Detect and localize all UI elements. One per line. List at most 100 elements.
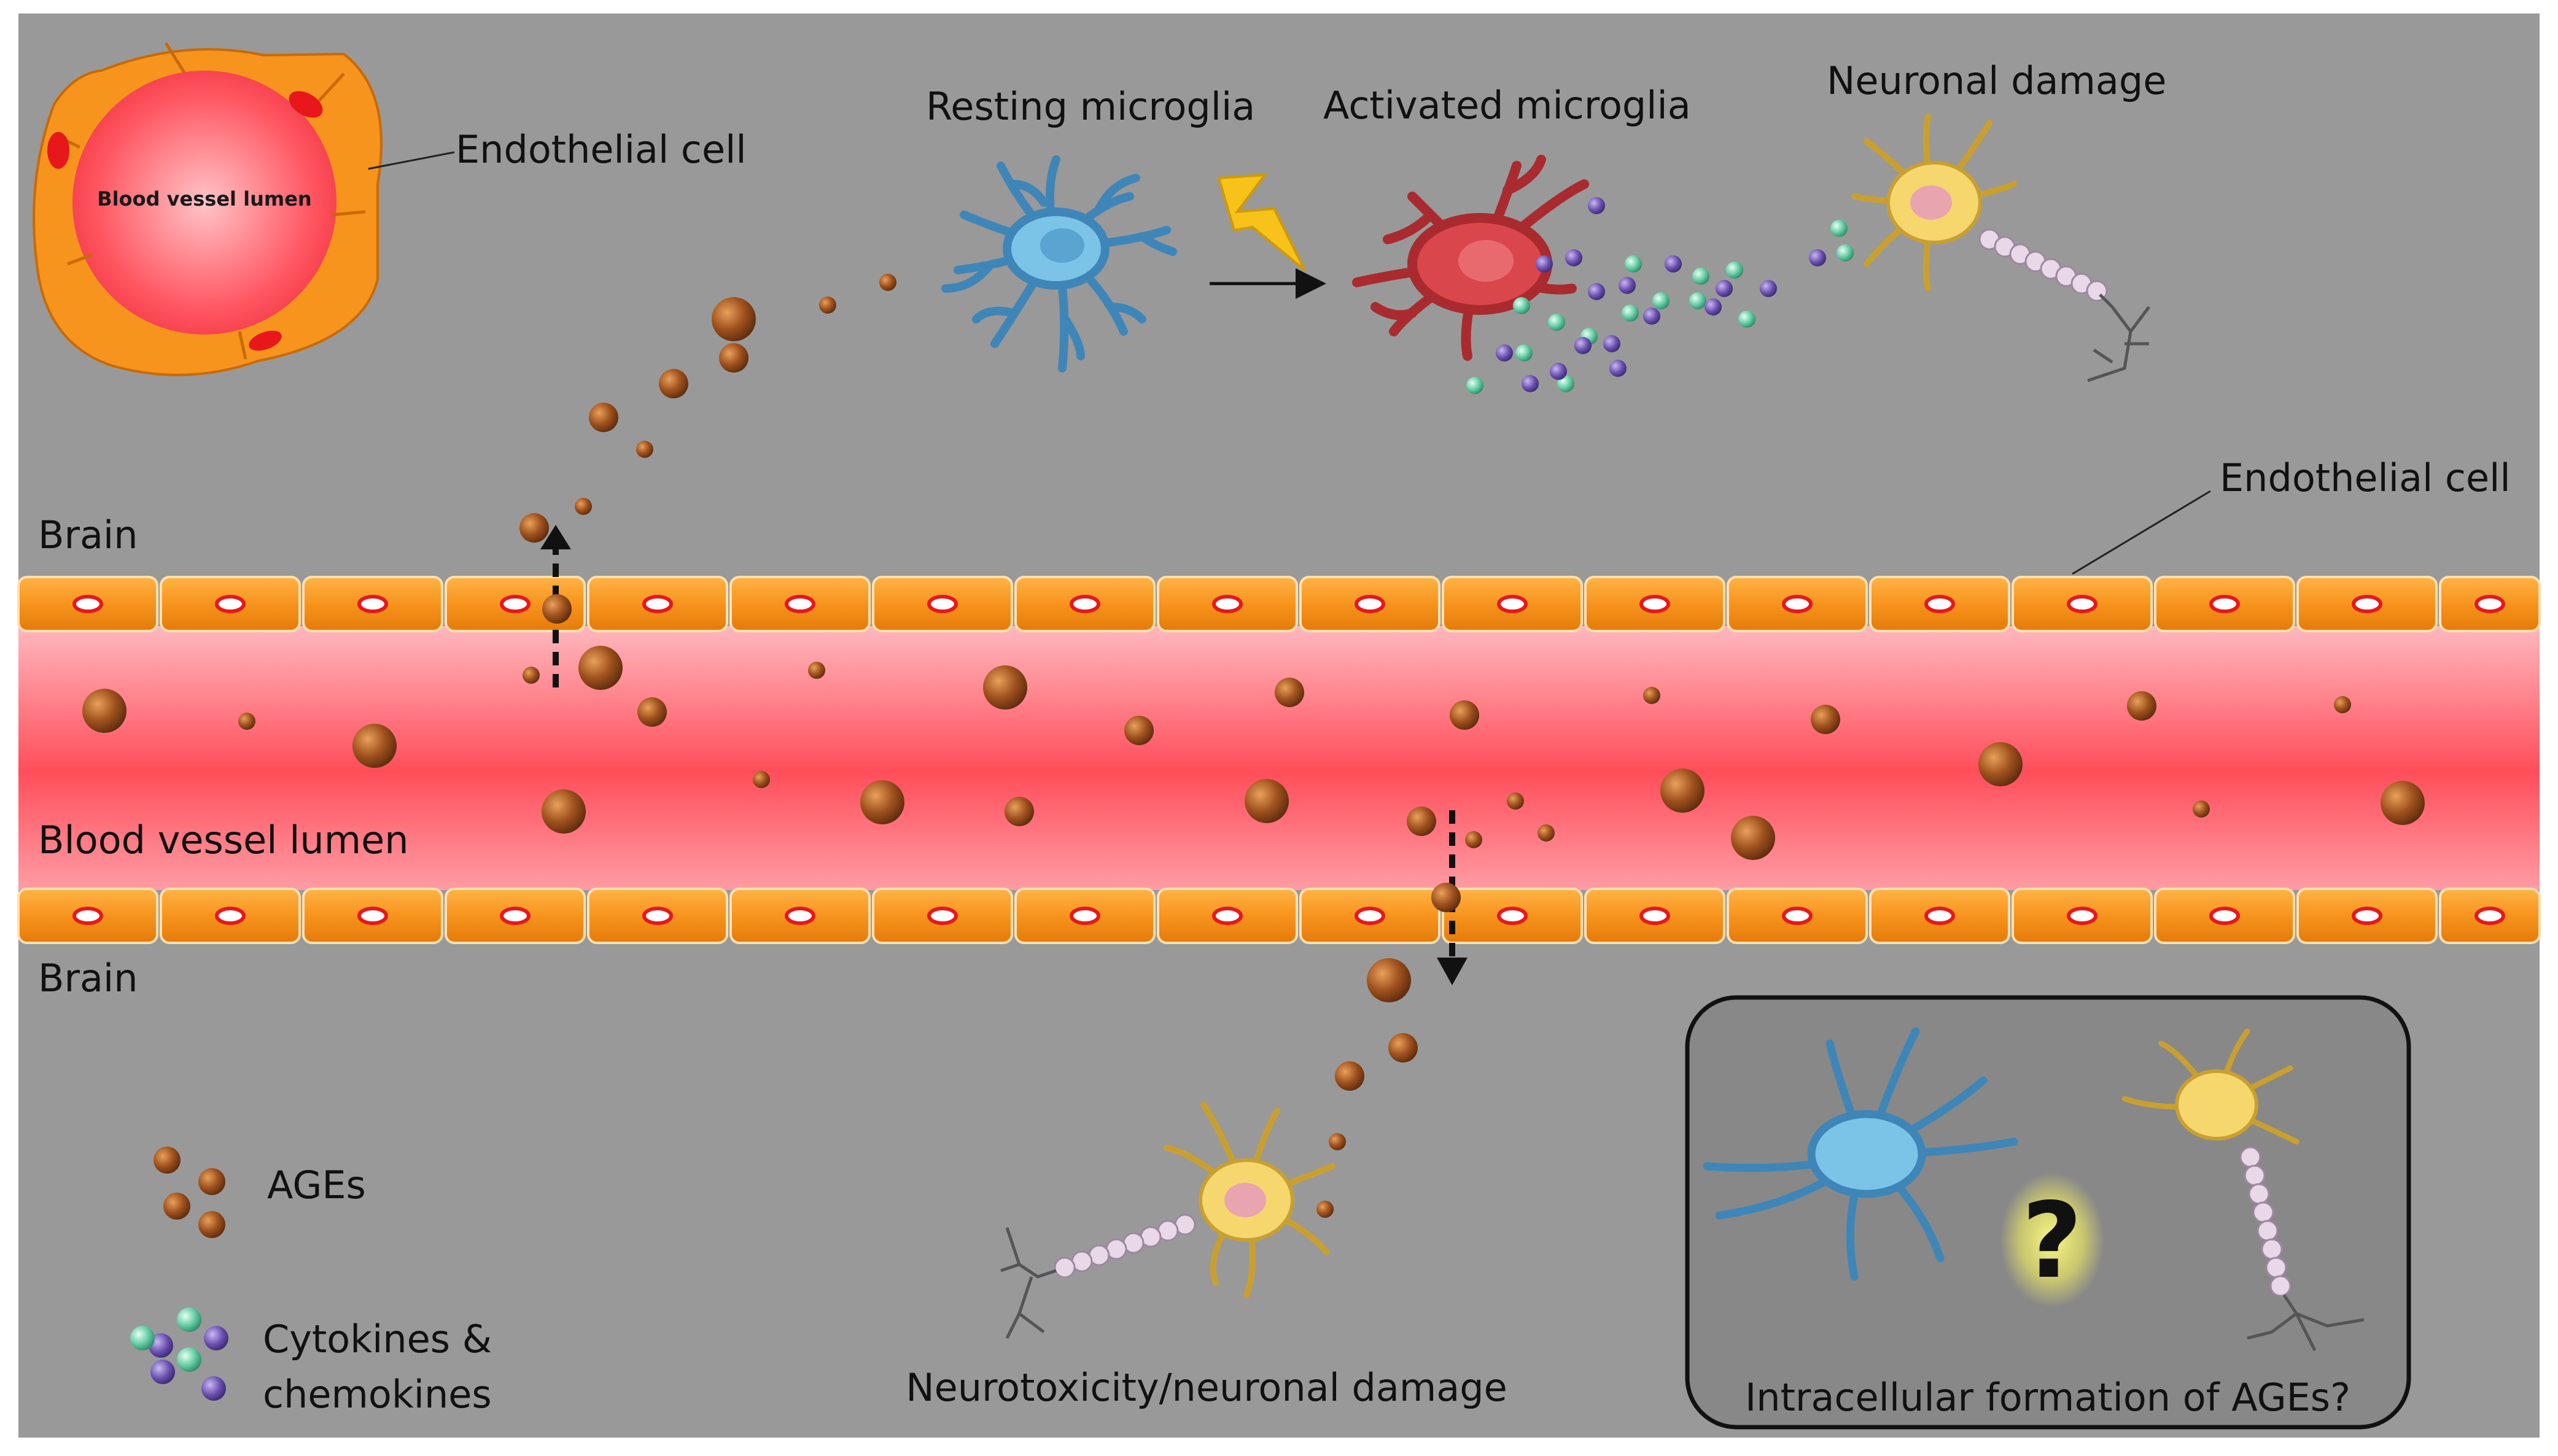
cytokine-particle	[1705, 298, 1722, 316]
endothelial-cell-label: Endothelial cell	[456, 127, 747, 172]
age-particle	[1660, 769, 1705, 813]
chemokine-particle	[1652, 292, 1670, 309]
age-particle	[1407, 807, 1436, 836]
cytokine-particle	[1565, 249, 1582, 266]
transport-arrow-down-head	[1437, 958, 1468, 985]
chemokine-particle	[1692, 268, 1709, 285]
legend-cytokine-particle	[204, 1326, 228, 1350]
endothelial-cell	[1869, 888, 2010, 944]
chemokine-particle	[1625, 255, 1642, 273]
age-particle	[575, 498, 592, 515]
age-particle	[1005, 797, 1034, 826]
endothelial-cell	[17, 888, 158, 944]
cytokine-particle	[1588, 197, 1605, 214]
chemokine-particle	[1726, 261, 1743, 279]
endothelial-cell	[2154, 576, 2295, 632]
age-particle	[860, 780, 904, 824]
neuronal-damage-label: Neuronal damage	[1827, 58, 2166, 103]
endothelial-layer-bottom	[17, 888, 2541, 944]
resting-microglia	[941, 155, 1177, 373]
chemokine-particle	[1513, 297, 1530, 314]
endothelial-cell	[2012, 576, 2153, 632]
legend-cytokines-label-1: Cytokines &	[263, 1317, 492, 1361]
age-particle	[1335, 1061, 1364, 1091]
endothelial-cell	[160, 888, 301, 944]
age-particle	[1316, 1201, 1334, 1218]
age-particle	[983, 665, 1027, 710]
intracellular-inset: ? Intracellular formation of AGEs?	[1685, 995, 2411, 1430]
endothelial-cell	[1014, 576, 1156, 632]
cytokine-particle	[1496, 344, 1513, 362]
legend-cytokine-particle	[150, 1360, 175, 1384]
neuron-bottom	[1164, 1102, 1335, 1298]
endothelial-cell	[729, 576, 871, 632]
chemokine-particle	[1738, 311, 1755, 328]
resting-microglia-label: Resting microglia	[926, 84, 1255, 129]
endothelial-cell-label-right: Endothelial cell	[2220, 455, 2511, 500]
age-particle	[1245, 779, 1289, 823]
age-particle	[712, 297, 756, 341]
blood-vessel-lumen	[18, 626, 2540, 890]
legend-ages-label: AGEs	[267, 1163, 366, 1207]
age-particle	[1465, 831, 1482, 848]
age-particle	[1978, 742, 2023, 786]
age-particle	[636, 441, 653, 458]
endothelial-layer-top	[17, 576, 2541, 632]
legend-cytokine-particle	[149, 1333, 173, 1358]
cytokine-particle	[1574, 337, 1592, 354]
endothelial-cell	[302, 888, 443, 944]
cytokine-particle	[1588, 283, 1605, 300]
age-particle	[523, 667, 540, 684]
question-glow	[2000, 1172, 2104, 1307]
age-particle	[2193, 800, 2210, 818]
endothelial-cell	[729, 888, 871, 944]
legend-age-particle	[198, 1211, 225, 1238]
age-particle	[1507, 792, 1524, 810]
age-particle	[542, 594, 572, 624]
cytokine-particle	[1550, 363, 1567, 380]
brain-label-bottom: Brain	[38, 956, 138, 1001]
age-particle	[2381, 781, 2425, 825]
endothelial-cell	[1442, 888, 1583, 944]
activated-microglia	[1352, 155, 1589, 361]
age-particle	[1388, 1033, 1418, 1063]
endothelial-cell	[1157, 576, 1298, 632]
endothelial-nucleus	[249, 330, 282, 351]
age-particle	[1275, 678, 1304, 707]
endothelial-cell	[587, 576, 728, 632]
endothelial-cell	[2296, 576, 2438, 632]
endothelial-cell	[1727, 576, 1868, 632]
endothelial-pointer-line	[368, 151, 455, 170]
age-particle	[659, 369, 688, 398]
chemokine-particle	[1622, 304, 1639, 322]
age-particle	[819, 296, 836, 314]
age-particle	[1643, 687, 1660, 704]
cytokine-particle	[1809, 249, 1826, 266]
age-particle	[82, 689, 126, 733]
particles	[82, 197, 2425, 1218]
intracellular-label: Intracellular formation of AGEs?	[1745, 1375, 2350, 1420]
transport-arrow-up-head	[540, 525, 571, 549]
endothelial-cell	[1584, 576, 1725, 632]
legend-cytokine-particle	[201, 1376, 226, 1401]
legend-chemokine-particle	[177, 1347, 201, 1372]
age-particle	[1367, 958, 1411, 1002]
endothelial-cell	[445, 888, 586, 944]
axon-terminal-bottom	[1000, 1227, 1057, 1339]
cytokine-particle	[1665, 255, 1682, 273]
age-particle	[1811, 705, 1840, 734]
endothelial-cell	[1442, 576, 1583, 632]
cytokine-particle	[1536, 255, 1553, 273]
age-particle	[1731, 816, 1775, 860]
endothelial-cell	[2296, 888, 2438, 944]
cytokine-particle	[1643, 308, 1660, 325]
legend-age-particle	[163, 1193, 190, 1220]
axon-bottom	[1054, 1214, 1196, 1279]
age-particle	[1329, 1133, 1346, 1150]
vessel-cross-section: Blood vessel lumen	[33, 42, 455, 376]
chemokine-particle	[1515, 344, 1533, 362]
chemokine-particle	[1689, 292, 1706, 309]
endothelial-cell	[1584, 888, 1725, 944]
endothelial-cell	[302, 576, 443, 632]
